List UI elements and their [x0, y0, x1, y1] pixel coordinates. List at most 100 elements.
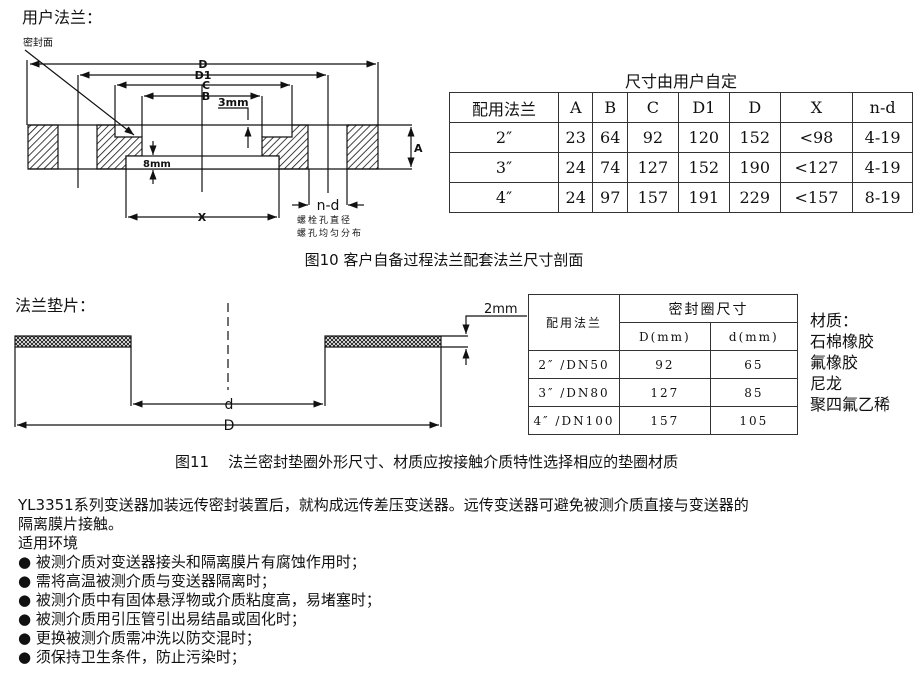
list-item: ● 被测介质用引压管引出易结晶或固化时； — [18, 610, 908, 629]
fig10-heading: 用户法兰： — [22, 8, 103, 27]
dim-B: B — [202, 90, 210, 103]
bullet-icon: ● — [18, 610, 32, 628]
header-cell: n-d — [852, 92, 913, 123]
dim-8mm: 8mm — [143, 159, 171, 170]
material-item: 石棉橡胶 — [810, 332, 875, 351]
header-cell: 配用法兰 — [449, 92, 559, 123]
cell: 4-19 — [852, 122, 913, 153]
list-item-text: 被测介质对变送器接头和隔离膜片有腐蚀作用时； — [35, 553, 366, 571]
cell: 23 — [557, 122, 594, 153]
cell: 74 — [592, 152, 628, 183]
bolt-label-2: 螺孔均匀分布 — [297, 227, 363, 239]
cell: 127 — [619, 378, 711, 407]
cell: 4-19 — [852, 152, 913, 183]
gasket-dim-D: D — [224, 418, 235, 434]
header-cell: C — [626, 92, 679, 123]
cell: <98 — [779, 122, 854, 153]
fig11-heading: 法兰垫片： — [15, 296, 96, 315]
cell: 24 — [557, 182, 594, 213]
header-cell: D(mm) — [619, 322, 711, 351]
cell: 92 — [619, 350, 711, 379]
cell: 97 — [592, 182, 628, 213]
list-item-text: 须保持卫生条件，防止污染时； — [35, 648, 246, 666]
cell: <157 — [779, 182, 854, 213]
cell: 127 — [626, 152, 679, 183]
bullet-icon: ● — [18, 572, 32, 590]
materials-title: 材质： — [810, 311, 859, 330]
cell: <127 — [779, 152, 854, 183]
bullet-icon: ● — [18, 648, 32, 666]
list-item: ● 更换被测介质需冲洗以防交混时； — [18, 629, 908, 648]
header-cell: A — [557, 92, 594, 123]
list-item-text: 需将高温被测介质与变送器隔离时； — [35, 572, 276, 590]
cell: 229 — [728, 182, 781, 213]
header-cell: d(mm) — [709, 322, 799, 351]
cell: 2″ — [449, 122, 559, 153]
gasket-dim-d: d — [225, 397, 234, 413]
dim-D: D — [198, 58, 207, 71]
material-item: 尼龙 — [810, 374, 843, 393]
cell: 65 — [709, 350, 799, 379]
dim-X: X — [198, 211, 207, 224]
cell: 24 — [557, 152, 594, 183]
bolt-label-1: 螺栓孔直径 — [297, 214, 352, 226]
list-item: ● 须保持卫生条件，防止污染时； — [18, 648, 908, 667]
header-cell: D — [728, 92, 781, 123]
list-item-text: 被测介质中有固体悬浮物或介质粘度高，易堵塞时； — [35, 591, 381, 609]
list-item: ● 需将高温被测介质与变送器隔离时； — [18, 572, 908, 591]
cell: 120 — [677, 122, 730, 153]
gasket-dim-2mm: 2mm — [484, 302, 518, 317]
hatched-section — [346, 124, 379, 170]
cell: 2″ /DN50 — [528, 350, 620, 379]
table-header-row: 配用法兰 A B C D1 D X n-d — [449, 92, 913, 123]
flange-section-drawing: D D1 C B 3mm 8mm A X n-d 密封面 螺栓孔直径 螺孔均匀分… — [14, 36, 527, 434]
size-table-title: 尺寸由用户自定 — [624, 72, 737, 91]
cell: 4″ /DN100 — [528, 406, 620, 435]
header-cell: 配用法兰 — [528, 294, 620, 351]
cell: 105 — [709, 406, 799, 435]
header-cell: D1 — [677, 92, 730, 123]
dim-A: A — [414, 142, 423, 155]
cell: 64 — [592, 122, 628, 153]
cell: 152 — [677, 152, 730, 183]
dim-nd: n-d — [317, 198, 340, 214]
cell: 3″ — [449, 152, 559, 183]
dim-D1: D1 — [195, 69, 212, 82]
list-item-text: 更换被测介质需冲洗以防交混时； — [35, 629, 261, 647]
paragraph-line: 隔离膜片接触。 — [18, 515, 124, 533]
seal-face-label: 密封面 — [23, 36, 53, 49]
bullet-icon: ● — [18, 591, 32, 609]
section-label: 适用环境 — [18, 534, 79, 552]
cell: 85 — [709, 378, 799, 407]
list-item: ● 被测介质中有固体悬浮物或介质粘度高，易堵塞时； — [18, 591, 908, 610]
bullet-icon: ● — [18, 629, 32, 647]
header-cell: 密封圈尺寸 — [619, 294, 798, 323]
cell: 8-19 — [852, 182, 913, 213]
bullet-icon: ● — [18, 553, 32, 571]
cell: 92 — [626, 122, 679, 153]
dim-3mm: 3mm — [218, 96, 249, 109]
cell: 152 — [728, 122, 781, 153]
gasket-drawing — [14, 303, 527, 429]
list-item-text: 被测介质用引压管引出易结晶或固化时； — [35, 610, 306, 628]
header-cell: B — [592, 92, 628, 123]
header-cell: X — [779, 92, 854, 123]
cell: 190 — [728, 152, 781, 183]
list-item: ● 被测介质对变送器接头和隔离膜片有腐蚀作用时； — [18, 553, 908, 572]
cell: 157 — [626, 182, 679, 213]
fig11-caption: 图11 法兰密封垫圈外形尺寸、材质应按接触介质特性选择相应的垫圈材质 — [175, 453, 679, 471]
materials-list: 材质： 石棉橡胶 氟橡胶 尼龙 聚四氟乙稀 — [810, 310, 890, 415]
cell: 4″ — [449, 182, 559, 213]
dim-C: C — [202, 79, 210, 92]
hatched-section — [27, 124, 59, 170]
fig10-caption: 图10 客户自备过程法兰配套法兰尺寸剖面 — [304, 251, 584, 269]
